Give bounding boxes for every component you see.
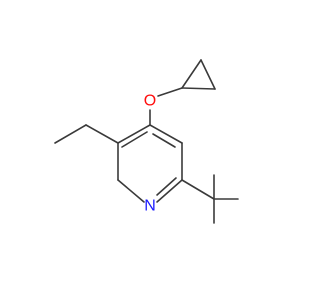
bond-c6-n1	[117, 179, 145, 203]
nitrogen-atom-label: N	[144, 198, 156, 215]
bond-n1-c2	[156, 179, 183, 203]
tert-butyl-group	[181, 174, 239, 224]
bond-o-cyclopropyl	[157, 87, 183, 97]
bond-cyclopropyl-b	[200, 59, 216, 90]
pyridine-ring	[117, 124, 183, 203]
oxygen-atom-label: O	[144, 93, 156, 110]
bond-c4-c5-double	[121, 131, 148, 148]
bond-c3-c4-double	[152, 133, 176, 148]
molecule-drawing: N O	[54, 59, 239, 224]
bond-c3-c4	[149, 124, 183, 144]
ethyl-group	[54, 124, 119, 144]
bond-cyclopropyl-a	[181, 59, 202, 89]
structure-canvas: N O	[54, 59, 239, 224]
bond-c5-ch2	[85, 124, 119, 144]
bond-c4-c5	[117, 124, 151, 144]
bond-ch2-ch3	[54, 124, 87, 144]
bond-cyclopropyl-c	[181, 87, 216, 90]
cyclopropoxy-group	[149, 59, 216, 126]
bond-n1-c2-double	[156, 177, 177, 196]
bond-c2-cq	[181, 179, 215, 200]
